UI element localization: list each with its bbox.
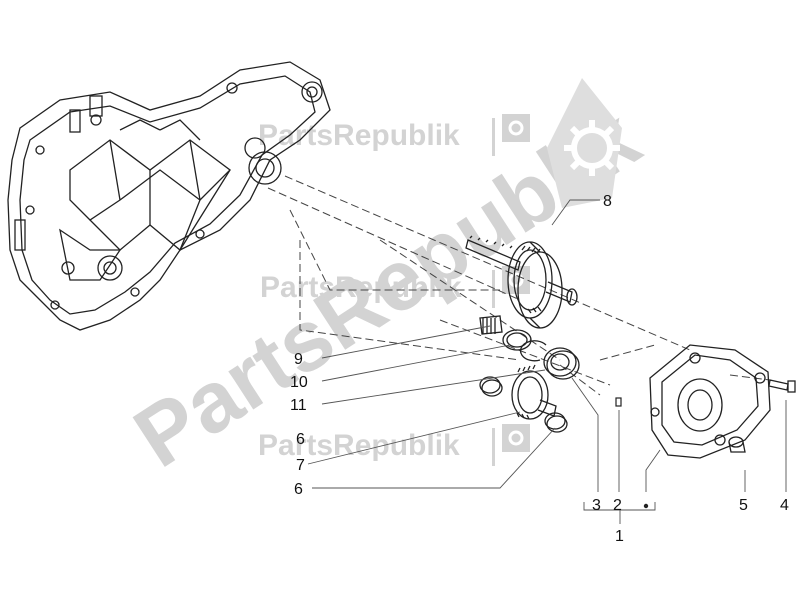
callout-6-lower: 6 — [294, 481, 303, 498]
callout-3: 3 — [592, 497, 601, 514]
snap-ring — [519, 340, 547, 362]
circlip-ring — [502, 329, 532, 351]
assembly-axes — [267, 175, 771, 396]
callout-7: 7 — [296, 457, 305, 474]
watermark-gear-icon-small-1 — [502, 114, 530, 142]
watermark-gear-icon — [547, 78, 622, 208]
watermark-small-2: PartsRepublik — [260, 271, 462, 304]
watermark-gear-icon-small-3 — [502, 424, 530, 452]
secondary-shaft-gear — [465, 235, 578, 329]
leader-lines — [307, 199, 787, 524]
bushings — [479, 376, 568, 433]
callout-2: 2 — [613, 497, 622, 514]
callout-6-upper: 6 — [296, 431, 305, 448]
screw — [768, 379, 796, 393]
dowel-pin — [615, 397, 622, 407]
callout-8: 8 — [603, 193, 612, 210]
centering-pin — [728, 436, 746, 453]
callout-labels: 8 9 10 11 6 7 6 3 2 1 5 4 — [290, 193, 789, 545]
crankcase-housing — [7, 61, 331, 331]
callout-9: 9 — [294, 351, 303, 368]
callout-1: 1 — [615, 528, 624, 545]
callout-5: 5 — [739, 497, 748, 514]
watermark-small-1: PartsRepublik — [258, 119, 460, 152]
spline-shaft-end — [479, 315, 503, 335]
bearing — [543, 347, 580, 380]
callout-10: 10 — [290, 374, 308, 391]
watermark-gear-icon-small-2 — [502, 266, 530, 294]
callout-4: 4 — [780, 497, 789, 514]
intermediate-gear — [511, 364, 557, 420]
watermark-small-3: PartsRepublik — [258, 429, 460, 462]
callout-11: 11 — [290, 397, 307, 414]
transmission-cover — [649, 344, 771, 459]
cover-reference-dot — [643, 503, 649, 509]
